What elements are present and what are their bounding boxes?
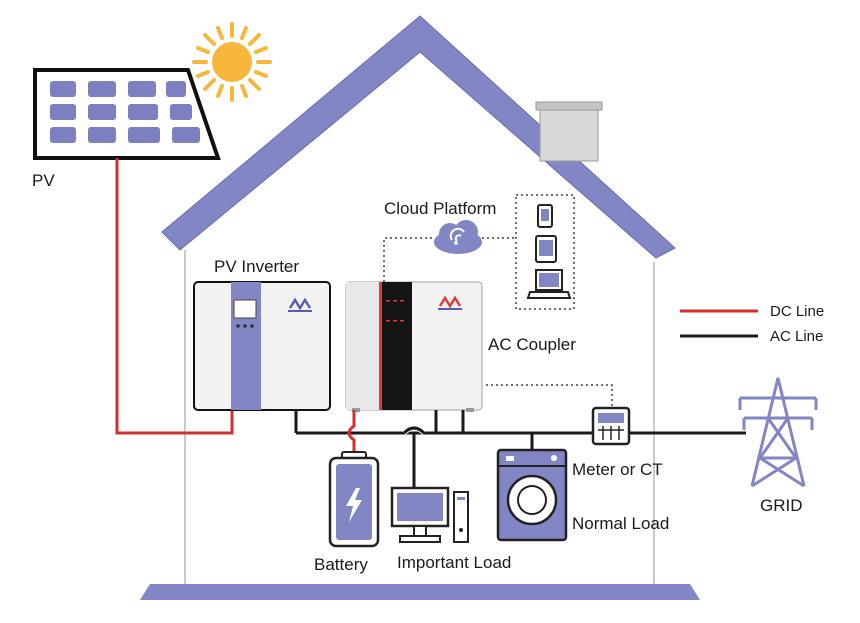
- ac-line-hop-arc: [402, 426, 426, 435]
- coupler-logo-icon: [438, 295, 462, 310]
- laptop-icon: [526, 269, 572, 299]
- devices-frame: [515, 194, 575, 310]
- chimney: [539, 106, 599, 162]
- power-tower-icon: [738, 377, 818, 488]
- phone-icon: [537, 204, 553, 228]
- inverter-logo-icon: [288, 297, 312, 312]
- comm-line-cloud: [383, 237, 434, 282]
- comm-line-meter: [486, 384, 613, 408]
- computer-icon: [390, 486, 469, 543]
- sun-icon: [192, 22, 272, 102]
- label-grid: GRID: [760, 496, 803, 515]
- solar-panel-icon: [33, 68, 221, 160]
- label-cloud-platform: Cloud Platform: [384, 199, 496, 218]
- pv-inverter: [193, 281, 331, 411]
- ac-bus: [294, 410, 746, 500]
- ac-coupler: [345, 281, 483, 412]
- house-floor: [140, 584, 700, 600]
- label-pv-inverter: PV Inverter: [214, 257, 299, 276]
- dc-line-pv: [115, 158, 234, 435]
- label-pv: PV: [32, 171, 55, 190]
- legend-ac-label: AC Line: [770, 328, 823, 345]
- dc-line-battery: [347, 410, 356, 456]
- meter-icon: [591, 406, 631, 446]
- tablet-icon: [535, 235, 557, 263]
- house-roof: [161, 15, 676, 259]
- chimney-cap: [535, 101, 603, 111]
- label-ac-coupler: AC Coupler: [488, 335, 576, 354]
- label-meter: Meter or CT: [572, 460, 663, 479]
- label-normal-load: Normal Load: [572, 514, 669, 533]
- label-battery: Battery: [314, 555, 368, 574]
- label-important-load: Important Load: [397, 553, 511, 572]
- legend-dc-label: DC Line: [770, 303, 824, 320]
- wifi-cloud-icon: [434, 220, 482, 254]
- battery-icon: [328, 451, 380, 548]
- house: [140, 15, 700, 600]
- washing-machine-icon: [496, 448, 568, 542]
